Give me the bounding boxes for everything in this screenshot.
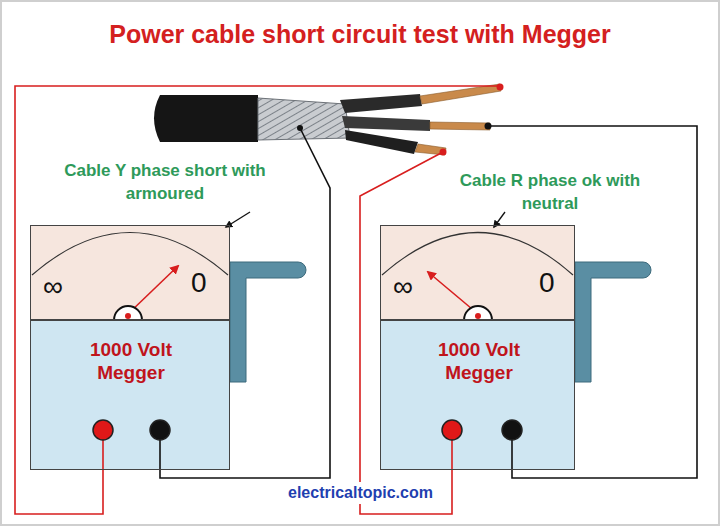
- crank-handle: [230, 262, 306, 382]
- megger-body: 1000 Volt Megger: [380, 320, 575, 470]
- terminal-line: [93, 420, 113, 440]
- megger-dial: ∞0: [30, 225, 230, 320]
- lead-clip: [497, 84, 504, 91]
- terminal-earth: [502, 420, 522, 440]
- terminal-line: [442, 420, 462, 440]
- pointer-pivot: [114, 306, 142, 320]
- pointer-hub: [475, 313, 481, 319]
- core-insulation: [340, 94, 422, 113]
- scale-zero: 0: [539, 266, 555, 300]
- scale-zero: 0: [191, 266, 207, 300]
- megger-dial: ∞0: [380, 225, 575, 320]
- lead-clip: [485, 123, 492, 130]
- core-insulation: [342, 116, 430, 131]
- core-insulation: [345, 130, 418, 154]
- annotation: Cable Y phase short with armoured: [40, 160, 290, 206]
- test-lead: [15, 86, 500, 514]
- copper-conductor: [430, 122, 490, 130]
- terminal-earth: [150, 420, 170, 440]
- megger-label: 1000 Volt Megger: [61, 339, 201, 385]
- watermark: electricaltopic.com: [285, 482, 436, 504]
- scale-infinity: ∞: [393, 270, 413, 304]
- megger-label: 1000 Volt Megger: [409, 339, 549, 385]
- test-lead: [160, 128, 330, 478]
- pointer-hub: [125, 313, 131, 319]
- megger-body: 1000 Volt Megger: [30, 320, 230, 470]
- copper-conductor: [415, 144, 446, 155]
- crank-handle: [575, 262, 651, 382]
- pointer-pivot: [464, 306, 492, 320]
- dial-face: [380, 225, 575, 320]
- title: Power cable short circuit test with Megg…: [0, 20, 720, 49]
- lead-clip: [297, 125, 303, 131]
- cable-armour: [258, 98, 350, 140]
- megger-body: [30, 320, 230, 470]
- annotation: Cable R phase ok with neutral: [430, 170, 670, 216]
- cable-sheath: [154, 95, 258, 142]
- megger-body: [380, 320, 575, 470]
- copper-conductor: [420, 84, 501, 104]
- pointer: [128, 266, 178, 314]
- scale-infinity: ∞: [43, 270, 63, 304]
- test-lead: [360, 152, 452, 514]
- dial-face: [30, 225, 230, 320]
- lead-clip: [440, 149, 447, 156]
